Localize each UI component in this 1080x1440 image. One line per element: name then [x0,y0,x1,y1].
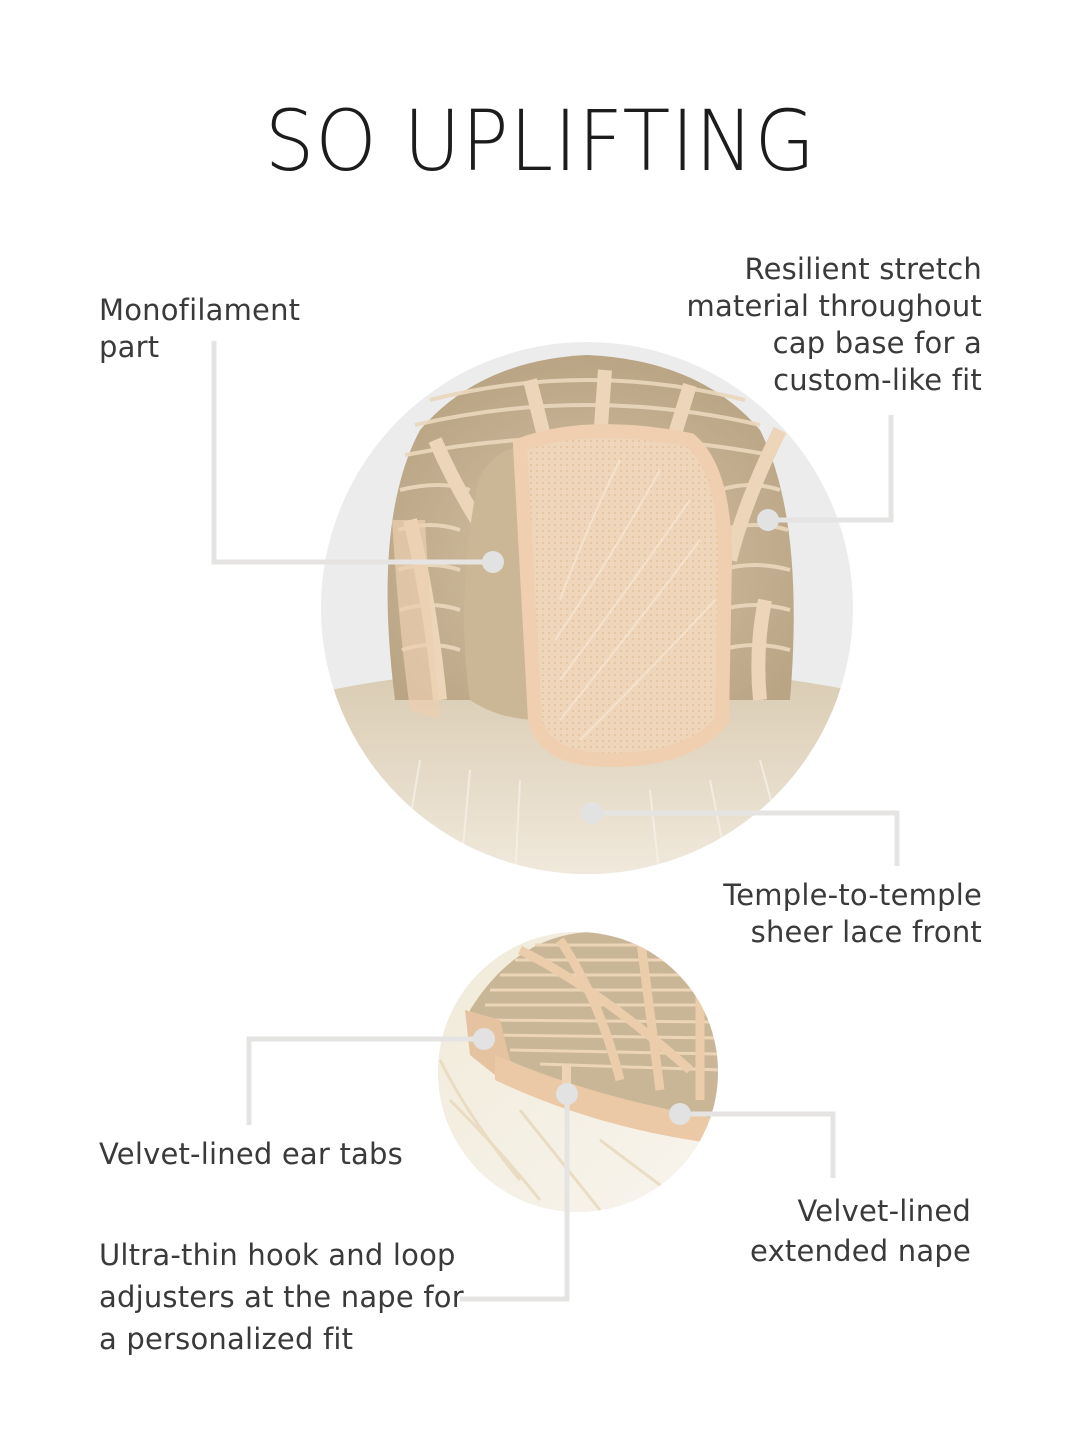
label-line: Velvet-lined ear tabs [99,1137,403,1171]
callout-label-ear-tabs: Velvet-lined ear tabs [99,1136,403,1173]
label-line: part [99,330,160,364]
label-line: custom-like fit [773,363,982,397]
callout-line-lace-front [592,810,900,866]
callout-dot-stretch [757,509,779,531]
callout-label-lace-front: Temple-to-temple sheer lace front [723,877,982,951]
label-line: material throughout [686,289,982,323]
label-line: a personalized fit [99,1322,354,1356]
label-line: extended nape [750,1234,971,1268]
wig-cap-back-image [438,932,718,1212]
callout-dot-lace-front [581,802,603,824]
callout-line-stretch [768,415,894,523]
callout-line-ear-tabs [246,1036,484,1125]
label-line: Resilient stretch [744,252,982,286]
label-line: Monofilament [99,293,301,327]
callout-dot-ear-tabs [473,1028,495,1050]
callout-dot-adjusters [556,1083,578,1105]
callout-dot-nape [669,1103,691,1125]
callout-line-nape [680,1111,836,1178]
callout-line-monofilament [211,341,493,565]
callout-line-adjusters [460,1094,570,1302]
callout-label-adjusters: Ultra-thin hook and loop adjusters at th… [99,1234,464,1360]
label-line: adjusters at the nape for [99,1280,464,1314]
callout-dot-monofilament [482,551,504,573]
callout-label-nape: Velvet-lined extended nape [750,1191,971,1271]
label-line: sheer lace front [750,915,982,949]
page-title-text: SO UPLIFTING [264,92,816,190]
page-title: SO UPLIFTING [0,92,1080,190]
label-line: Temple-to-temple [723,878,982,912]
label-line: Velvet-lined [797,1194,971,1228]
callout-label-stretch: Resilient stretch material throughout ca… [687,251,983,399]
callout-label-monofilament: Monofilament part [99,292,300,366]
label-line: Ultra-thin hook and loop [99,1238,456,1272]
label-line: cap base for a [772,326,982,360]
